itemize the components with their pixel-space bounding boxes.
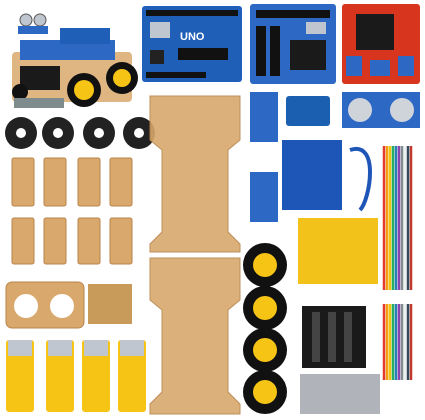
- tracking-sensors: [250, 92, 278, 222]
- screws-bag: [300, 374, 380, 414]
- bluetooth-module: [282, 140, 342, 210]
- ultrasonic-holder: [5, 281, 85, 329]
- ultrasonic-sensor: [342, 92, 420, 128]
- battery-box: [302, 306, 366, 368]
- wheels: [243, 243, 287, 414]
- copper-standoffs: [88, 284, 132, 324]
- gear-motors: [6, 340, 146, 412]
- sensor-shield-board: [250, 4, 336, 84]
- encoder-discs: [5, 117, 155, 149]
- servo-motor: [286, 96, 330, 126]
- acrylic-brackets: [11, 157, 133, 265]
- jumper-wires: [382, 146, 413, 380]
- acrylic-chassis-top: [149, 95, 241, 253]
- acrylic-chassis-bottom: [149, 257, 241, 415]
- mini-breadboard: [298, 218, 378, 284]
- uno-board: UNO: [142, 6, 242, 82]
- uno-board-label: UNO: [180, 31, 205, 43]
- assembled-robot-car: [12, 13, 138, 108]
- usb-cable: [349, 146, 372, 212]
- motor-driver-board: [342, 4, 420, 84]
